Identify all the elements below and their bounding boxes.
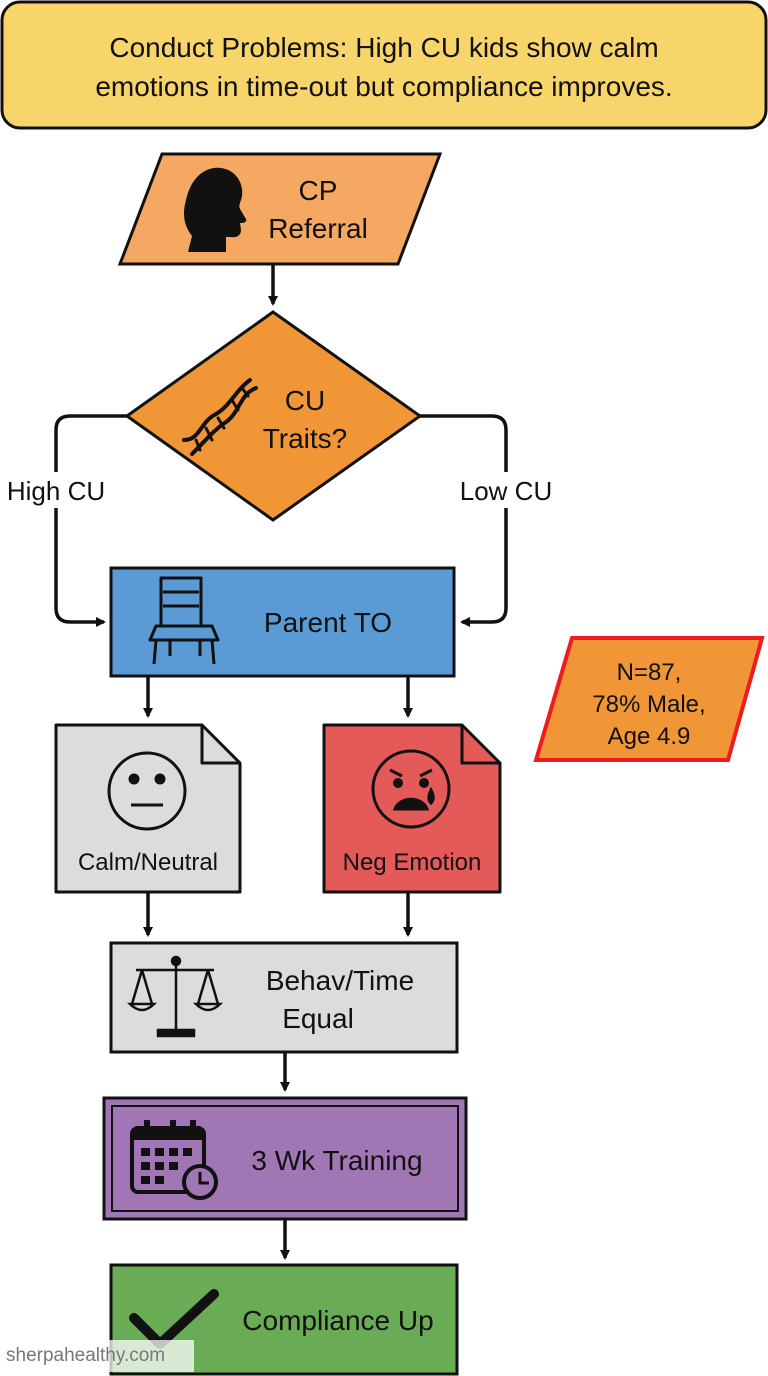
watermark: sherpahealthy.com — [0, 1340, 194, 1372]
high-cu-label-bg — [0, 472, 116, 508]
parent-to-node: Parent TO — [109, 566, 456, 678]
balance-scale-icon — [126, 955, 224, 1038]
arrow-high-cu — [54, 414, 127, 627]
behav-time-line-2: Equal — [282, 1003, 354, 1034]
sample-line-3: Age 4.9 — [608, 723, 691, 750]
title-box: Conduct Problems: High CU kids show calm… — [0, 0, 768, 130]
compliance-up-node: Compliance Up — [109, 1263, 459, 1376]
compliance-up-label: Compliance Up — [242, 1305, 433, 1336]
calm-neutral-node: Calm/Neutral — [54, 723, 242, 894]
sample-line-1: N=87, — [617, 659, 682, 686]
behav-time-equal-node: Behav/Time Equal — [109, 941, 459, 1054]
neutral-face-icon — [107, 751, 187, 831]
title-line-2: emotions in time-out but compliance impr… — [95, 71, 672, 102]
arrow-low-cu — [420, 414, 508, 627]
neg-emotion-node: Neg Emotion — [322, 723, 502, 894]
neg-emotion-label: Neg Emotion — [343, 849, 482, 876]
calm-neutral-label: Calm/Neutral — [78, 849, 218, 876]
low-cu-label-bg — [448, 472, 564, 508]
cu-traits-line-1: CU — [285, 385, 325, 416]
sample-line-2: 78% Male, — [592, 691, 705, 718]
connectors — [54, 265, 508, 1260]
cp-referral-line-2: Referral — [268, 213, 368, 244]
title-line-1: Conduct Problems: High CU kids show calm — [109, 32, 658, 63]
chair-icon — [148, 576, 220, 665]
parent-to-label: Parent TO — [264, 607, 392, 638]
training-label: 3 Wk Training — [251, 1145, 422, 1176]
cu-traits-decision: CU Traits? — [124, 310, 423, 522]
training-node: 3 Wk Training — [102, 1096, 468, 1221]
low-cu-label: Low CU — [460, 476, 552, 506]
cu-traits-line-2: Traits? — [263, 423, 348, 454]
behav-time-line-1: Behav/Time — [266, 965, 414, 996]
high-cu-label: High CU — [7, 476, 105, 506]
crying-face-icon — [371, 749, 451, 829]
cp-referral-line-1: CP — [299, 175, 338, 206]
child-head-icon — [184, 167, 247, 252]
calendar-clock-icon — [130, 1120, 218, 1200]
dna-icon — [182, 378, 258, 456]
cp-referral-node: CP Referral — [117, 152, 443, 266]
sample-info-node: N=87, 78% Male, Age 4.9 — [533, 636, 765, 762]
